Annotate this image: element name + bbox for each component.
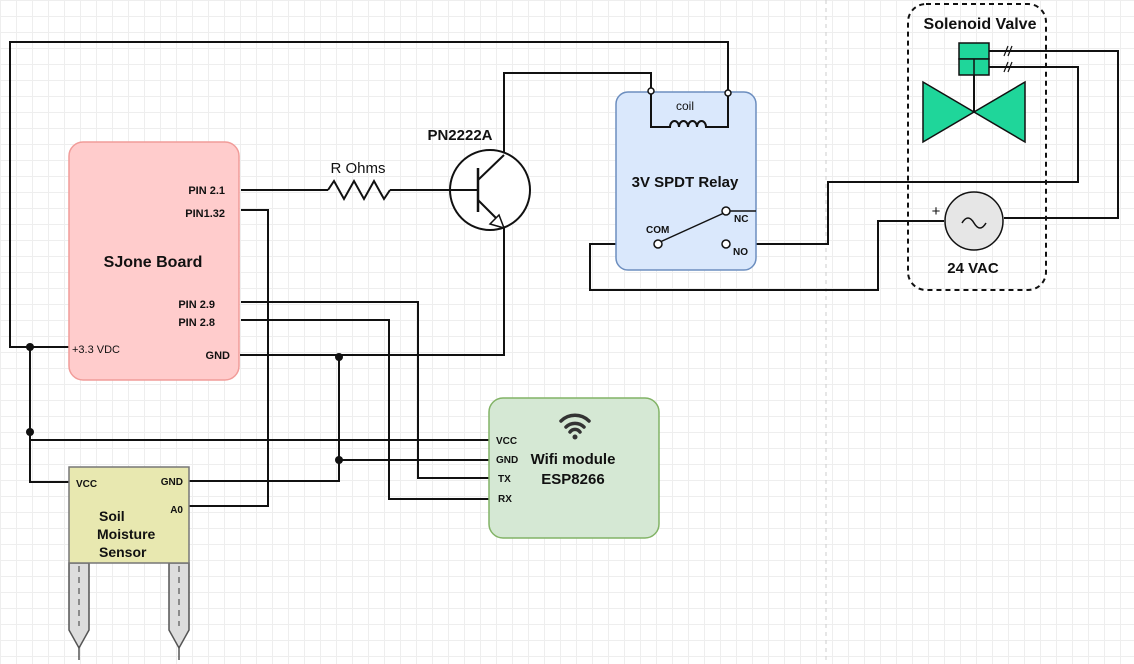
junction-gnd: [335, 353, 343, 361]
pin-1-32-label: PIN1.32: [185, 208, 225, 220]
wire-pin28-to-rx: [241, 319, 490, 500]
relay-nc-label: NC: [734, 214, 748, 225]
sensor-probe-right: [168, 562, 190, 650]
sensor-a0-label: A0: [170, 505, 183, 516]
relay-no-label: NO: [733, 247, 748, 258]
wire-com-to-ac: [589, 220, 944, 291]
wires: [9, 41, 1119, 507]
sensor-title-line2: Moisture: [97, 526, 156, 542]
transistor-collector: [477, 154, 505, 181]
relay-switch-arm: [659, 212, 725, 243]
sensor-probe-left: [68, 562, 90, 650]
ac-source-label: 24 VAC: [947, 260, 999, 277]
wire-slash-mark: [1003, 61, 1009, 73]
wire-emitter-to-gnd: [240, 228, 505, 356]
wire-slash-mark: [1007, 45, 1013, 57]
transistor-label: PN2222A: [427, 127, 492, 144]
relay-box: [615, 91, 757, 271]
sjone-board: SJone Board PIN 2.1 PIN1.32 PIN 2.9 PIN …: [68, 141, 240, 381]
wire-slash-mark: [1003, 45, 1009, 57]
sjone-board-title: SJone Board: [104, 254, 203, 271]
wifi-gnd-label: GND: [496, 455, 518, 466]
solenoid-group: Solenoid Valve + 24 VAC: [907, 3, 1047, 291]
valve-body-right: [972, 80, 1026, 144]
junctions: [26, 343, 343, 464]
relay-no-contact: [721, 239, 731, 249]
relay-com-label: COM: [646, 225, 669, 236]
wire-ac-to-valve: [988, 50, 1119, 219]
soil-sensor-box: [68, 466, 190, 564]
wire-3v3-to-sensor: [29, 440, 70, 483]
wifi-module: Wifi module ESP8266 VCC GND TX RX: [488, 397, 660, 539]
wire-pin29-to-tx: [241, 301, 490, 479]
wifi-vcc-label: VCC: [496, 436, 517, 447]
pin-2-9-label: PIN 2.9: [178, 299, 215, 311]
vdd-label: +3.3 VDC: [72, 344, 120, 356]
resistor-symbol: [327, 178, 391, 202]
relay: coil 3V SPDT Relay COM NC NO: [615, 87, 757, 271]
junction-gnd-wifi: [335, 456, 343, 464]
valve-body-left: [922, 80, 976, 144]
relay-coil-label: coil: [676, 99, 694, 113]
relay-coil-node-left: [647, 87, 655, 95]
relay-com-contact: [653, 239, 663, 249]
transistor: PN2222A: [427, 127, 531, 231]
ac-plus-label: +: [932, 203, 941, 220]
transistor-emitter-arrow: [488, 213, 506, 230]
junction-vcc-split: [26, 428, 34, 436]
sensor-title-line3: Sensor: [99, 544, 147, 560]
solenoid-actuator-top: [958, 42, 990, 60]
wifi-icon: [559, 413, 591, 440]
sjone-board-box: [68, 141, 240, 381]
pin-2-1-label: PIN 2.1: [188, 185, 225, 197]
ac-sine-icon: [961, 217, 987, 229]
relay-nc-contact: [721, 206, 731, 216]
ac-source-symbol: [944, 191, 1004, 251]
relay-coil-node-right: [724, 89, 732, 97]
solenoid-group-border: [907, 3, 1047, 291]
sensor-title-line1: Soil: [99, 508, 125, 524]
wifi-tx-label: TX: [498, 474, 511, 485]
sensor-vcc-label: VCC: [76, 479, 97, 490]
sensor-gnd-label: GND: [161, 477, 183, 488]
resistor-label: R Ohms: [330, 160, 385, 177]
wifi-title-line1: Wifi module: [531, 451, 616, 468]
wire-slash-mark: [1007, 61, 1013, 73]
wire-no-to-valve: [756, 66, 1079, 245]
wire-collector-to-coil: [503, 72, 652, 155]
wifi-title-line2: ESP8266: [541, 471, 604, 488]
resistor: R Ohms: [327, 160, 391, 202]
junction-3v3: [26, 343, 34, 351]
soil-sensor: VCC GND A0 Soil Moisture Sensor: [68, 466, 190, 660]
gnd-label: GND: [206, 350, 231, 362]
relay-title: 3V SPDT Relay: [632, 174, 739, 191]
solenoid-valve-title: Solenoid Valve: [924, 16, 1037, 33]
wire-gnd-to-wifi: [338, 355, 490, 461]
wire-sensor-gnd: [189, 460, 340, 482]
wifi-rx-label: RX: [498, 494, 512, 505]
relay-coil-symbol: [650, 93, 729, 128]
pin-2-8-label: PIN 2.8: [178, 317, 215, 329]
wifi-module-box: [488, 397, 660, 539]
wire-pin132-to-a0: [189, 209, 269, 507]
